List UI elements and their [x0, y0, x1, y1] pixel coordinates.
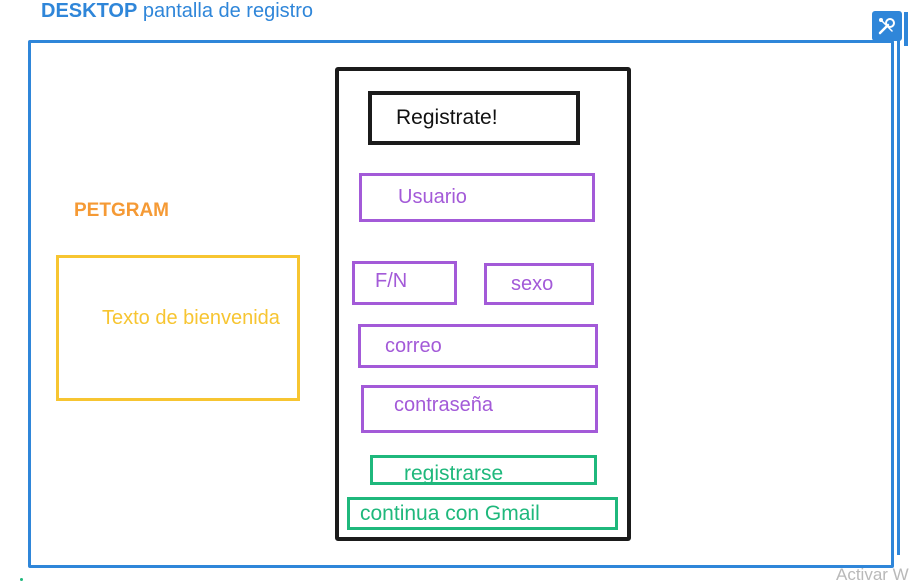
frame-edge-accent	[904, 12, 908, 46]
stray-dot	[20, 578, 23, 581]
welcome-text: Texto de bienvenida	[102, 307, 280, 329]
desktop-frame	[28, 40, 894, 568]
brand-logo-text: PETGRAM	[74, 200, 169, 221]
sex-field[interactable]: sexo	[484, 263, 594, 305]
username-field[interactable]: Usuario	[359, 173, 595, 222]
tools-icon[interactable]	[872, 11, 902, 41]
birthdate-field[interactable]: F/N	[352, 261, 457, 305]
page-title-rest: pantalla de registro	[137, 0, 313, 22]
password-field[interactable]: contraseña	[361, 385, 598, 433]
page-title: DESKTOP pantalla de registro	[41, 0, 313, 23]
email-field[interactable]: correo	[358, 324, 598, 368]
activation-watermark: Activar W	[836, 565, 909, 584]
gmail-button[interactable]: continua con Gmail	[347, 497, 618, 530]
register-panel	[335, 67, 631, 541]
tools-icon-glyph	[878, 18, 895, 35]
register-heading-box: Registrate!	[368, 91, 580, 145]
frame-inner-right-line	[897, 40, 900, 555]
page-title-bold: DESKTOP	[41, 0, 138, 22]
register-heading: Registrate!	[396, 106, 498, 129]
welcome-box	[56, 255, 300, 401]
register-button[interactable]: registrarse	[370, 455, 597, 485]
